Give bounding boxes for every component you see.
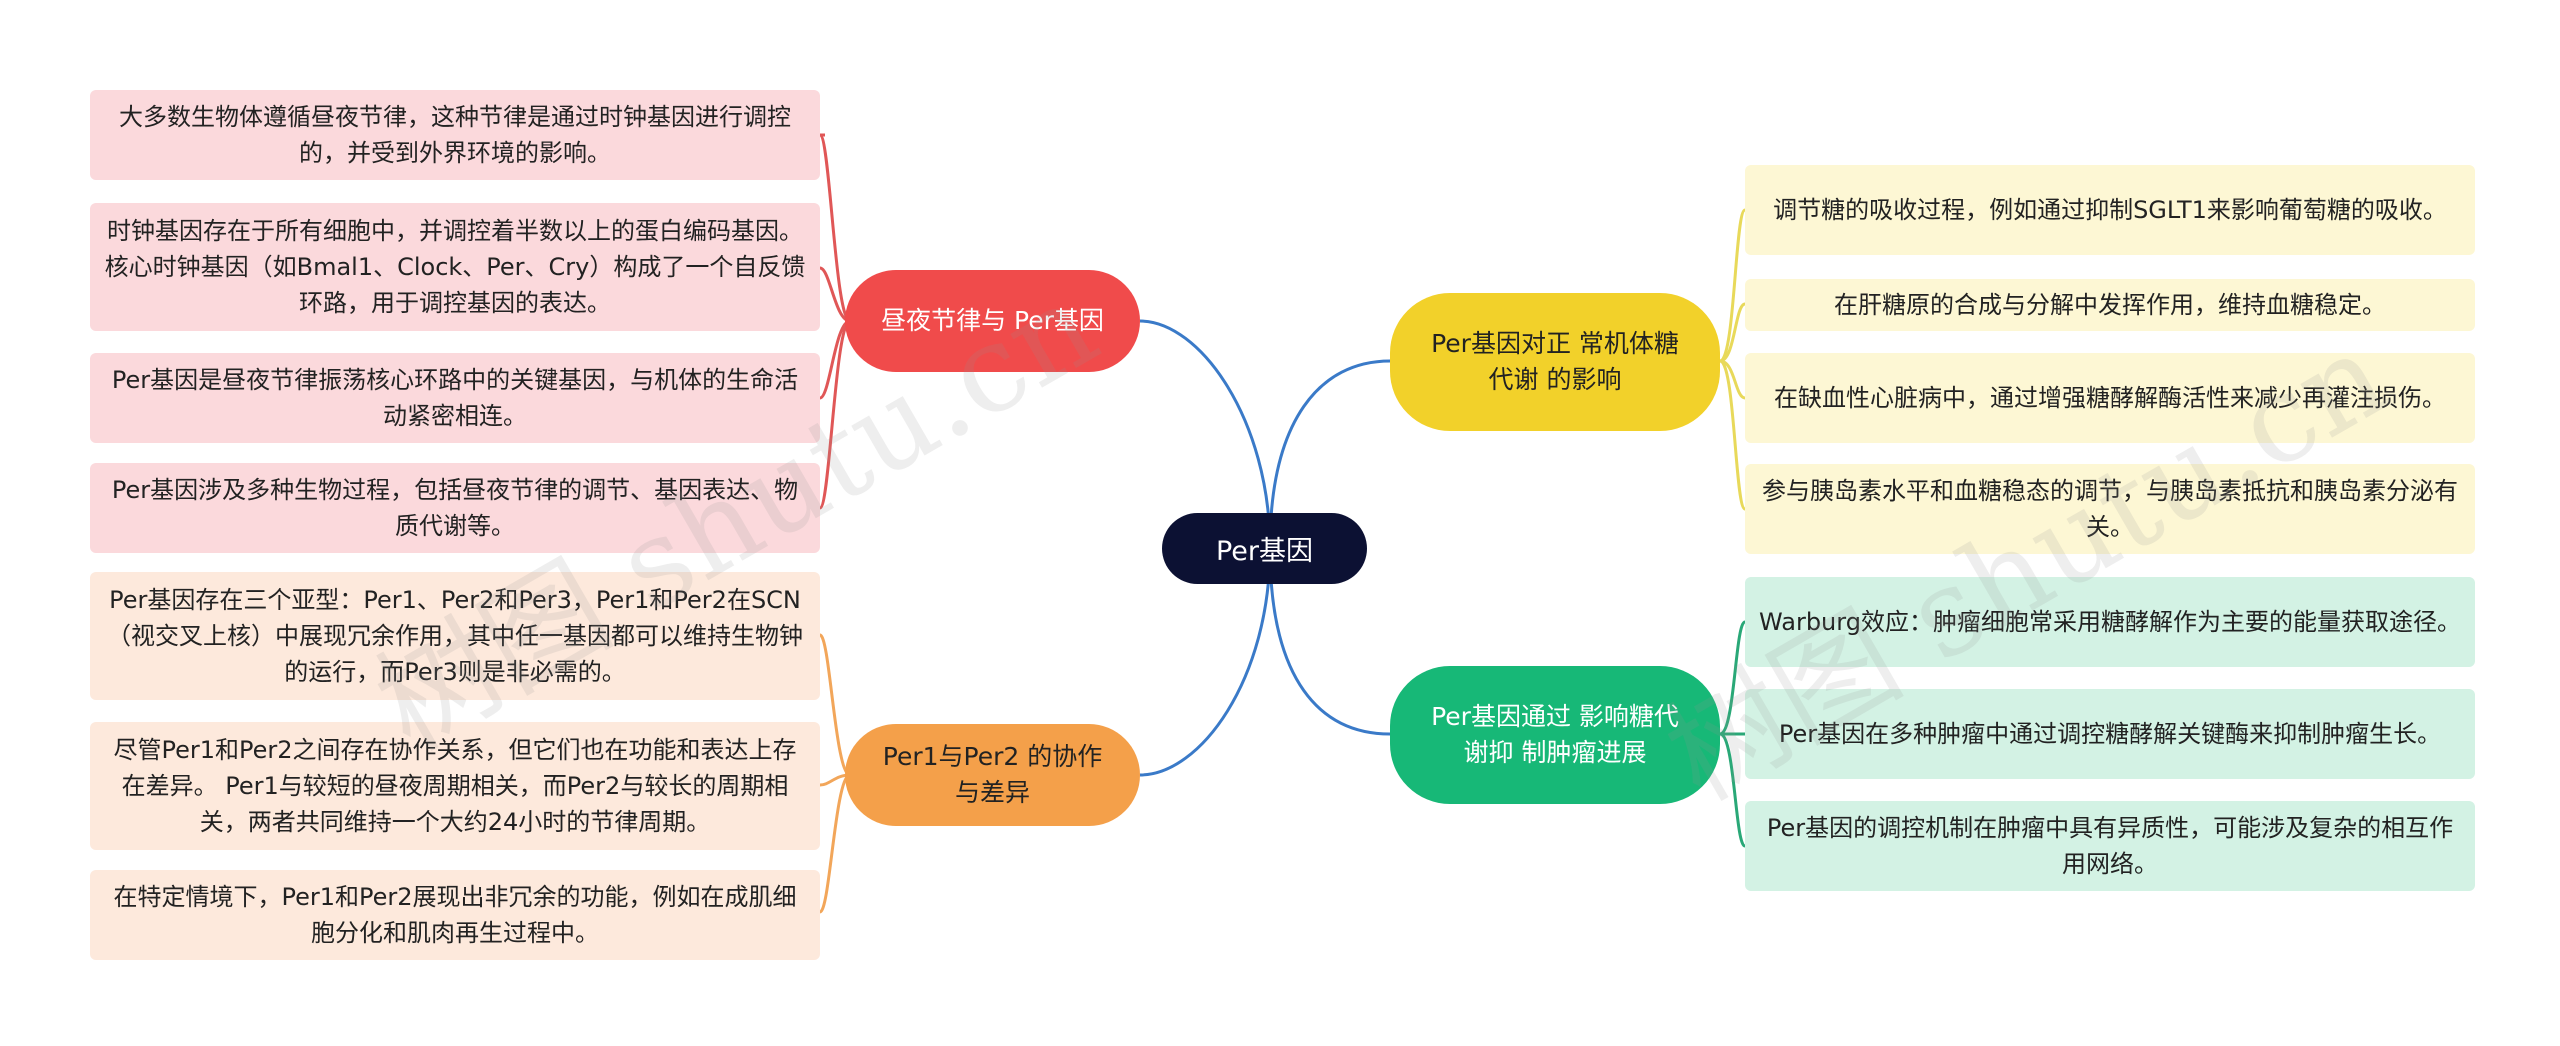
leaf-circadian-1[interactable]: 大多数生物体遵循昼夜节律，这种节律是通过时钟基因进行调控的，并受到外界环境的影响… [90, 90, 820, 180]
leaf-per1-per2-1[interactable]: Per基因存在三个亚型：Per1、Per2和Per3，Per1和Per2在SCN… [90, 572, 820, 700]
leaf-text: 时钟基因存在于所有细胞中，并调控着半数以上的蛋白编码基因。 核心时钟基因（如Bm… [104, 217, 806, 317]
leaf-text: Per基因存在三个亚型：Per1、Per2和Per3，Per1和Per2在SCN… [107, 586, 803, 686]
leaf-tumor-3[interactable]: Per基因的调控机制在肿瘤中具有异质性，可能涉及复杂的相互作用网络。 [1745, 801, 2475, 891]
connector-root-b4 [1268, 547, 1391, 736]
branch-label: Per基因通过 影响糖代谢抑 制肿瘤进展 [1431, 702, 1679, 767]
branch-glucose-metabolism[interactable]: Per基因对正 常机体糖代谢 的影响 [1390, 293, 1720, 431]
leaf-glucose-2[interactable]: 在肝糖原的合成与分解中发挥作用，维持血糖稳定。 [1745, 279, 2475, 331]
leaf-text: Per基因是昼夜节律振荡核心环路中的关键基因，与机体的生命活动紧密相连。 [111, 366, 799, 430]
connector-b3-l2 [1719, 302, 1746, 363]
leaf-circadian-3[interactable]: Per基因是昼夜节律振荡核心环路中的关键基因，与机体的生命活动紧密相连。 [90, 353, 820, 443]
leaf-text: 调节糖的吸收过程，例如通过抑制SGLT1来影响葡萄糖的吸收。 [1773, 196, 2447, 224]
branch-label: Per基因对正 常机体糖代谢 的影响 [1431, 329, 1679, 394]
leaf-text: 参与胰岛素水平和血糖稳态的调节，与胰岛素抵抗和胰岛素分泌有关。 [1762, 477, 2458, 541]
connector-b4-l1 [1719, 620, 1747, 736]
connector-b2-l3 [818, 773, 851, 914]
branch-per1-per2[interactable]: Per1与Per2 的协作与差异 [845, 724, 1140, 826]
leaf-per1-per2-3[interactable]: 在特定情境下，Per1和Per2展现出非冗余的功能，例如在成肌细胞分化和肌肉再生… [90, 870, 820, 960]
branch-label: Per1与Per2 的协作与差异 [882, 742, 1103, 807]
leaf-circadian-2[interactable]: 时钟基因存在于所有细胞中，并调控着半数以上的蛋白编码基因。 核心时钟基因（如Bm… [90, 203, 820, 331]
connector-b2-l1 [818, 633, 851, 777]
leaf-tumor-2[interactable]: Per基因在多种肿瘤中通过调控糖酵解关键酶来抑制肿瘤生长。 [1745, 689, 2475, 779]
leaf-glucose-4[interactable]: 参与胰岛素水平和血糖稳态的调节，与胰岛素抵抗和胰岛素分泌有关。 [1745, 464, 2475, 554]
leaf-text: Per基因涉及多种生物过程，包括昼夜节律的调节、基因表达、物质代谢等。 [111, 476, 799, 540]
leaf-text: Per基因在多种肿瘤中通过调控糖酵解关键酶来抑制肿瘤生长。 [1778, 720, 2442, 748]
root-node[interactable]: Per基因 [1162, 513, 1367, 584]
leaf-per1-per2-2[interactable]: 尽管Per1和Per2之间存在协作关系，但它们也在功能和表达上存在差异。 Per… [90, 722, 820, 850]
leaf-text: 大多数生物体遵循昼夜节律，这种节律是通过时钟基因进行调控的，并受到外界环境的影响… [119, 103, 791, 167]
connector-b3-l4 [1719, 359, 1747, 511]
leaf-text: 在缺血性心脏病中，通过增强糖酵解酶活性来减少再灌注损伤。 [1774, 384, 2446, 412]
leaf-text: 在肝糖原的合成与分解中发挥作用，维持血糖稳定。 [1834, 291, 2386, 319]
branch-circadian-rhythm[interactable]: 昼夜节律与 Per基因 [845, 270, 1140, 372]
connector-root-b1 [1139, 319, 1272, 549]
connector-b1-l4 [818, 319, 852, 510]
leaf-circadian-4[interactable]: Per基因涉及多种生物过程，包括昼夜节律的调节、基因表达、物质代谢等。 [90, 463, 820, 553]
branch-tumor-progression[interactable]: Per基因通过 影响糖代谢抑 制肿瘤进展 [1390, 666, 1720, 804]
leaf-glucose-1[interactable]: 调节糖的吸收过程，例如通过抑制SGLT1来影响葡萄糖的吸收。 [1745, 165, 2475, 255]
connector-root-b2 [1139, 547, 1272, 777]
root-label: Per基因 [1215, 536, 1314, 567]
leaf-text: 在特定情境下，Per1和Per2展现出非冗余的功能，例如在成肌细胞分化和肌肉再生… [113, 883, 797, 947]
connector-root-b3 [1268, 359, 1391, 549]
leaf-text: 尽管Per1和Per2之间存在协作关系，但它们也在功能和表达上存在差异。 Per… [113, 736, 797, 836]
connector-b4-l3 [1719, 732, 1747, 848]
connector-b1-l1 [818, 133, 852, 323]
leaf-text: Warburg效应：肿瘤细胞常采用糖酵解作为主要的能量获取途径。 [1759, 608, 2461, 636]
leaf-tumor-1[interactable]: Warburg效应：肿瘤细胞常采用糖酵解作为主要的能量获取途径。 [1745, 577, 2475, 667]
leaf-text: Per基因的调控机制在肿瘤中具有异质性，可能涉及复杂的相互作用网络。 [1766, 814, 2454, 878]
branch-label: 昼夜节律与 Per基因 [881, 306, 1104, 335]
leaf-glucose-3[interactable]: 在缺血性心脏病中，通过增强糖酵解酶活性来减少再灌注损伤。 [1745, 353, 2475, 443]
connector-b3-l1 [1719, 208, 1747, 363]
